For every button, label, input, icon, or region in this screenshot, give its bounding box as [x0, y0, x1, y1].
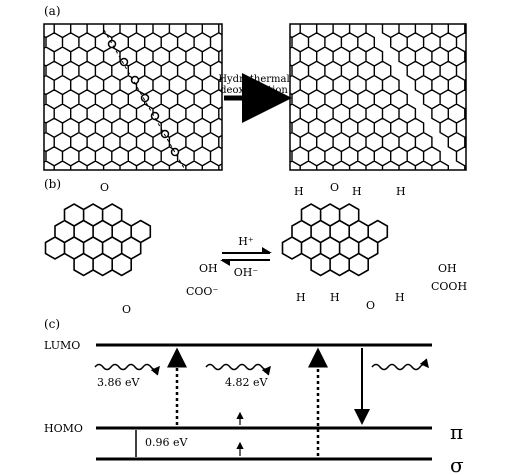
graphene-lattice-left — [44, 24, 222, 170]
arrow-text-1: Hydrothermal — [218, 74, 289, 85]
panel-b-label: (b) — [44, 177, 62, 191]
panel-a-label: (a) — [44, 4, 61, 18]
right-cooh-label: COOH — [431, 280, 467, 293]
right-oh-label: OH — [438, 262, 457, 275]
right-h-6: H — [395, 291, 405, 304]
right-h-5: H — [330, 291, 340, 304]
photon-emitted — [371, 358, 429, 371]
energy-3-86: 3.86 eV — [97, 376, 140, 389]
right-h-2: H — [352, 185, 362, 198]
left-o-bottom: O — [122, 303, 131, 315]
equilibrium-arrows — [220, 247, 272, 266]
lumo-label: LUMO — [44, 339, 80, 352]
homo-label: HOMO — [44, 422, 83, 435]
arrow-text-2: deoxidization — [220, 85, 288, 96]
energy-4-82: 4.82 eV — [225, 376, 268, 389]
right-h-3: H — [396, 185, 406, 198]
panel-c-label: (c) — [44, 317, 61, 331]
right-o-bottom: O — [366, 299, 375, 312]
pi-label: π — [450, 420, 463, 444]
panel-a-graphic: Hydrothermal deoxidization — [43, 23, 467, 171]
left-graphene-quantum-dot — [44, 203, 152, 277]
right-graphene-quantum-dot — [281, 203, 389, 277]
left-coo-label: COO⁻ — [186, 285, 218, 298]
left-oh-label: OH — [199, 262, 218, 275]
panel-b-graphic: H⁺ OH⁻ OH COO⁻ O O OH COOH O O H H H H H… — [44, 181, 467, 315]
panel-c: (c) LUMO HOMO π σ 3.86 eV 4.82 eV 0.96 — [0, 315, 510, 475]
left-sheet-frame — [43, 23, 223, 171]
forward-condition: H⁺ — [238, 235, 254, 248]
photon-2 — [205, 363, 271, 376]
right-h-4: H — [296, 291, 306, 304]
photon-1 — [94, 363, 160, 376]
energy-0-96: 0.96 eV — [145, 436, 188, 449]
right-o-top: O — [330, 181, 339, 194]
panel-b: (b) H⁺ OH⁻ OH COO⁻ O O OH COOH O O H H H… — [0, 175, 510, 315]
graphene-lattice-right — [290, 24, 466, 170]
oxygen-functional-groups — [103, 29, 185, 169]
reverse-condition: OH⁻ — [234, 266, 259, 279]
right-h-1: H — [294, 185, 304, 198]
sigma-label: σ — [450, 453, 464, 475]
energy-diagram: LUMO HOMO π σ 3.86 eV 4.82 eV 0.96 eV — [44, 339, 464, 475]
left-o-top: O — [100, 181, 109, 194]
panel-a: (a) Hydrothermal deoxidization — [0, 0, 510, 175]
